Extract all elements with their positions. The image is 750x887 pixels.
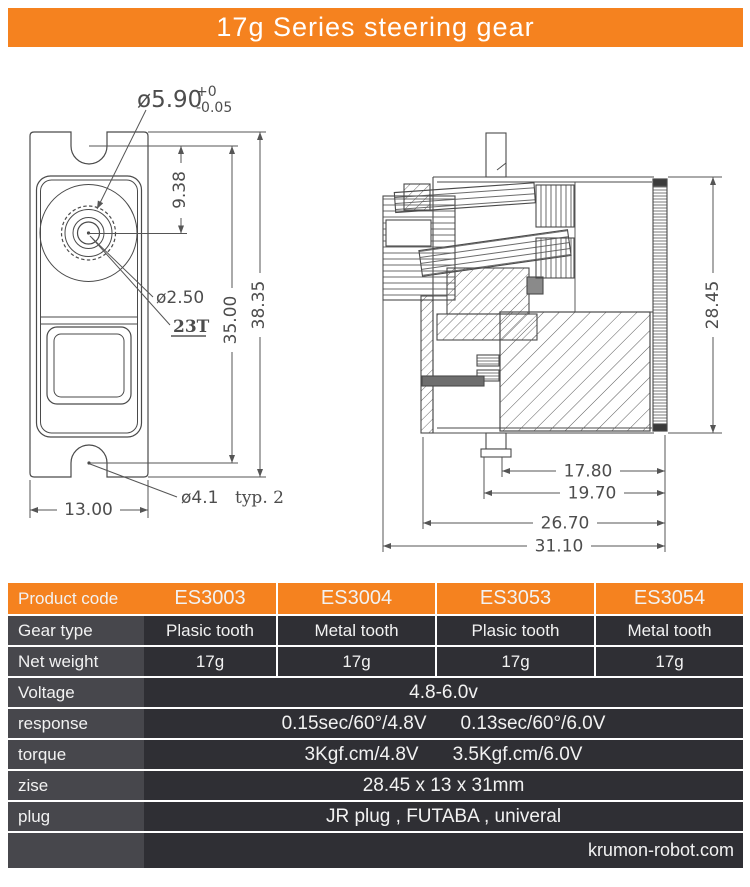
page-title: 17g Series steering gear (216, 12, 535, 42)
dim-tolerance-minus: -0.05 (196, 100, 232, 116)
dim-26-70: 26.70 (541, 514, 590, 534)
net-weight-row: Net weight 17g 17g 17g 17g (8, 647, 743, 676)
side-view-dim-labels: 28.45 17.80 19.70 26.70 31.10 (527, 273, 723, 557)
potentiometer-upper (535, 184, 575, 228)
torque-value-6v0: 3.5Kgf.cm/6.0V (452, 743, 583, 765)
dim-17-80: 17.80 (564, 462, 613, 482)
gear-case-outer (35, 175, 143, 438)
row-label-response: response (8, 709, 144, 738)
torque-value-4v8: 3Kgf.cm/4.8V (304, 743, 419, 765)
footer-spacer (8, 833, 144, 868)
torque-row: torque 3Kgf.cm/4.8V 3.5Kgf.cm/6.0V (8, 740, 743, 769)
net-weight-value: 17g (594, 647, 743, 676)
case-window-inner (53, 333, 125, 398)
plug-row: plug JR plug , FUTABA , univeral (8, 802, 743, 831)
servo-body-outline (29, 131, 149, 478)
back-cap-knurl (652, 178, 668, 432)
row-label-torque: torque (8, 740, 144, 769)
top-mount-tab (485, 132, 507, 178)
row-label-gear-type: Gear type (8, 616, 144, 645)
dim-35-00: 35.00 (221, 296, 241, 345)
gear-type-value: Metal tooth (594, 616, 743, 645)
torque-values: 3Kgf.cm/4.8V 3.5Kgf.cm/6.0V (144, 740, 743, 769)
dim-19-70: 19.70 (568, 484, 617, 504)
spec-table: Product code ES3003 ES3004 ES3053 ES3054… (8, 583, 743, 868)
technical-drawing: ø5.90 +0 -0.05 9.38 35.00 38.35 ø2.50 23… (0, 50, 750, 580)
net-weight-value: 17g (276, 647, 435, 676)
motor-block (499, 311, 651, 432)
footer-row: krumon-robot.com (8, 833, 743, 868)
dim-mount-hole-diameter: ø4.1 (181, 488, 218, 508)
case-window-outer (46, 326, 132, 405)
side-view (382, 132, 668, 458)
gear-type-value: Plasic tooth (144, 616, 276, 645)
dim-9-38: 9.38 (170, 171, 190, 209)
front-view-dim-labels: ø5.90 +0 -0.05 9.38 35.00 38.35 ø2.50 23… (57, 84, 284, 520)
case-front-wall (420, 295, 434, 434)
product-code-es3003: ES3003 (174, 587, 246, 609)
title-bar: 17g Series steering gear (8, 8, 743, 47)
size-row: zise 28.45 x 13 x 31mm (8, 771, 743, 800)
plug-value: JR plug , FUTABA , univeral (144, 802, 743, 831)
row-label-net-weight: Net weight (8, 647, 144, 676)
row-label-product-code: Product code (18, 588, 119, 608)
product-code-es3054: ES3054 (594, 583, 743, 614)
gear-block (446, 267, 530, 315)
dim-38-35: 38.35 (249, 281, 269, 330)
dim-tolerance-plus: +0 (196, 84, 217, 100)
dim-28-45: 28.45 (703, 281, 723, 330)
size-value: 28.45 x 13 x 31mm (144, 771, 743, 800)
dim-screw-diameter: ø2.50 (156, 288, 204, 308)
website-url: krumon-robot.com (144, 833, 743, 868)
drawing-svg: ø5.90 +0 -0.05 9.38 35.00 38.35 ø2.50 23… (29, 84, 723, 557)
response-value-6v0: 0.13sec/60°/6.0V (460, 712, 606, 734)
voltage-row: Voltage 4.8-6.0v (8, 678, 743, 707)
row-label-size: zise (8, 771, 144, 800)
response-value-4v8: 0.15sec/60°/4.8V (281, 712, 427, 734)
voltage-value: 4.8-6.0v (144, 678, 743, 707)
front-view (29, 131, 149, 478)
potentiometer-lower (535, 237, 575, 279)
dim-13-00: 13.00 (64, 500, 113, 520)
product-code-row: Product code ES3003 ES3004 ES3053 ES3054 (8, 583, 743, 614)
gear-type-value: Plasic tooth (435, 616, 594, 645)
gear-type-value: Metal tooth (276, 616, 435, 645)
mount-hole-qty: typ. 2 (235, 488, 284, 508)
bottom-tab (485, 432, 507, 450)
bearing (526, 276, 544, 295)
response-values: 0.15sec/60°/4.8V 0.13sec/60°/6.0V (144, 709, 743, 738)
gear-case-inner (40, 179, 138, 434)
row-label-voltage: Voltage (8, 678, 144, 707)
spline-teeth-count: 23T (173, 317, 210, 337)
dim-31-10: 31.10 (535, 537, 584, 557)
product-code-es3053: ES3053 (435, 583, 594, 614)
net-weight-value: 17g (144, 647, 276, 676)
net-weight-value: 17g (435, 647, 594, 676)
product-code-es3004: ES3004 (276, 583, 435, 614)
gear-type-row: Gear type Plasic tooth Metal tooth Plasi… (8, 616, 743, 645)
dim-spline-diameter: ø5.90 (137, 87, 202, 113)
response-row: response 0.15sec/60°/4.8V 0.13sec/60°/6.… (8, 709, 743, 738)
row-label-plug: plug (8, 802, 144, 831)
